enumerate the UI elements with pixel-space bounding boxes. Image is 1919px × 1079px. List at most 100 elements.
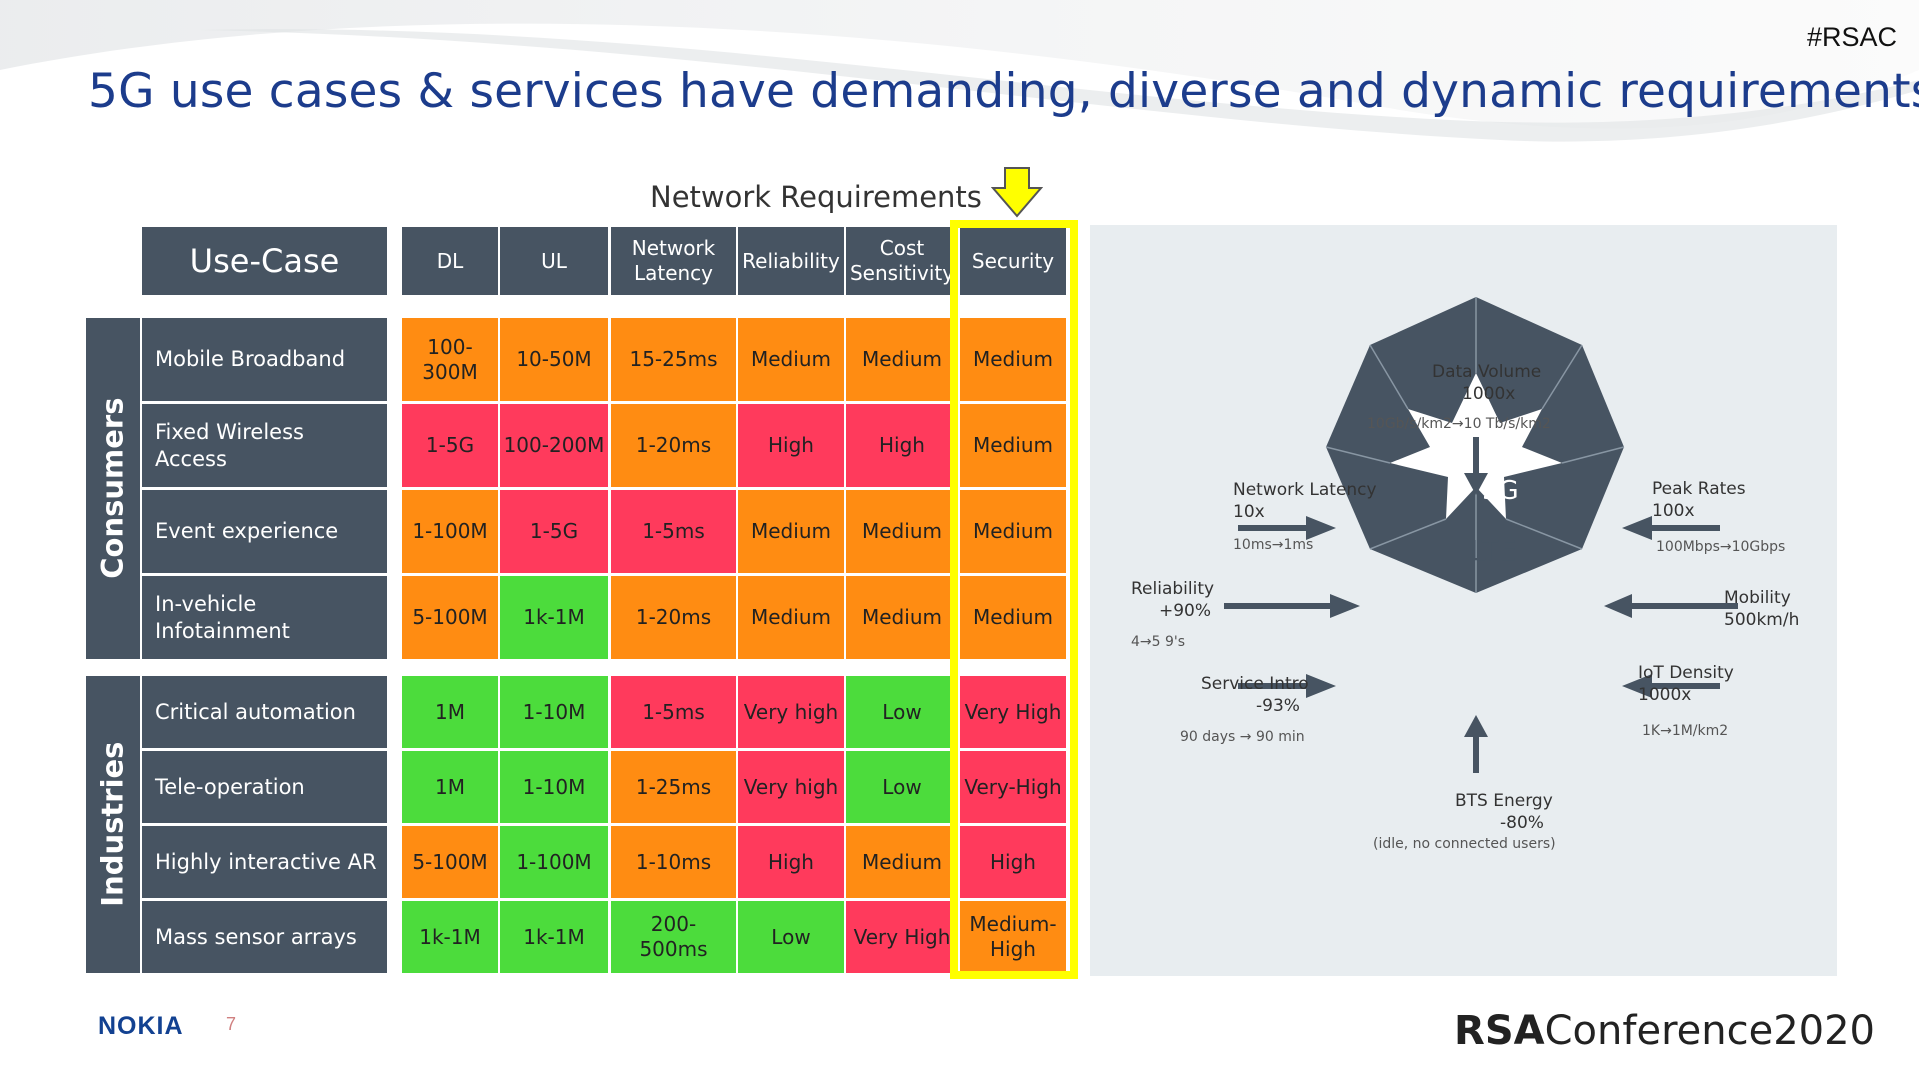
5g-label: 5G bbox=[1482, 476, 1519, 506]
bts-energy-detail: (idle, no connected users) bbox=[1373, 836, 1556, 852]
rsa-conference-logo: RSAConference2020 bbox=[1454, 1008, 1875, 1054]
service-intro-title: Service Intro bbox=[1201, 674, 1309, 694]
group-label-industries: Industries bbox=[86, 676, 140, 973]
table-cell: Medium bbox=[960, 576, 1066, 659]
row-label: Mobile Broadband bbox=[142, 318, 387, 401]
mobility-value: 500km/h bbox=[1724, 610, 1800, 630]
data-volume-title: Data Volume bbox=[1432, 362, 1542, 382]
row-label: Highly interactive AR bbox=[142, 826, 387, 898]
table-cell: Low bbox=[846, 676, 958, 748]
table-cell: Very High bbox=[846, 901, 958, 973]
service-intro-detail: 90 days → 90 min bbox=[1180, 729, 1305, 745]
table-cell: 1-5ms bbox=[611, 490, 736, 573]
table-cell: High bbox=[960, 826, 1066, 898]
table-cell: High bbox=[738, 404, 844, 487]
table-cell: 1-10ms bbox=[611, 826, 736, 898]
table-cell: 5-100M bbox=[402, 826, 498, 898]
data-volume-detail: 10Gb/s/km2→10 Tb/s/km2 bbox=[1367, 416, 1551, 432]
table-cell: 5-100M bbox=[402, 576, 498, 659]
hashtag-label: #RSAC bbox=[1806, 22, 1897, 52]
table-cell: Medium bbox=[960, 404, 1066, 487]
background-swoosh bbox=[0, 0, 1919, 142]
row-label: Mass sensor arrays bbox=[142, 901, 387, 973]
network-latency-title: Network Latency bbox=[1233, 480, 1377, 500]
table-cell: High bbox=[846, 404, 958, 487]
table-cell: 1-10M bbox=[500, 751, 608, 823]
table-cell: Very High bbox=[960, 676, 1066, 748]
group-label-consumers: Consumers bbox=[86, 318, 140, 659]
table-cell: Very high bbox=[738, 676, 844, 748]
table-cell: 1M bbox=[402, 676, 498, 748]
table-cell: Low bbox=[738, 901, 844, 973]
reliability-value: +90% bbox=[1159, 601, 1212, 621]
service-intro-value: -93% bbox=[1256, 696, 1300, 716]
table-cell: High bbox=[738, 826, 844, 898]
group-label-text: Industries bbox=[95, 741, 130, 908]
row-label: Tele-operation bbox=[142, 751, 387, 823]
peak-rates-value: 100x bbox=[1652, 501, 1695, 521]
table-cell: Very high bbox=[738, 751, 844, 823]
lte-label: LTE bbox=[1470, 534, 1517, 567]
data-volume-value: 1000x bbox=[1462, 384, 1516, 404]
column-header: Reliability bbox=[738, 227, 844, 295]
table-cell: 1k-1M bbox=[500, 901, 608, 973]
table-cell: 1-5G bbox=[402, 404, 498, 487]
nokia-logo: NOKIA bbox=[98, 1012, 184, 1040]
reliability-detail: 4→5 9's bbox=[1131, 634, 1186, 650]
column-header: Cost Sensitivity bbox=[846, 227, 958, 295]
table-cell: 1-25ms bbox=[611, 751, 736, 823]
table-cell: 1-20ms bbox=[611, 576, 736, 659]
table-cell: 1-10M bbox=[500, 676, 608, 748]
table-cell: Medium bbox=[960, 318, 1066, 401]
table-cell: 1k-1M bbox=[402, 901, 498, 973]
reliability-title: Reliability bbox=[1131, 579, 1215, 599]
usecase-header: Use-Case bbox=[142, 227, 387, 295]
table-cell: Low bbox=[846, 751, 958, 823]
row-label: Fixed Wireless Access bbox=[142, 404, 387, 487]
network-requirements-heading: Network Requirements bbox=[650, 180, 982, 214]
table-cell: 1-100M bbox=[500, 826, 608, 898]
rsa-logo-bold: RSA bbox=[1454, 1008, 1545, 1054]
table-cell: Very-High bbox=[960, 751, 1066, 823]
table-cell: 200- 500ms bbox=[611, 901, 736, 973]
table-cell: Medium bbox=[738, 490, 844, 573]
table-cell: 1M bbox=[402, 751, 498, 823]
table-cell: 10-50M bbox=[500, 318, 608, 401]
page-number: 7 bbox=[226, 1014, 237, 1034]
rsa-logo-rest: Conference2020 bbox=[1544, 1008, 1875, 1054]
bts-energy-title: BTS Energy bbox=[1455, 791, 1553, 811]
table-cell: 1-5G bbox=[500, 490, 608, 573]
requirements-octagon-diagram bbox=[1224, 297, 1738, 773]
table-cell: 1-5ms bbox=[611, 676, 736, 748]
bts-energy-value: -80% bbox=[1500, 813, 1544, 833]
table-cell: 100- 300M bbox=[402, 318, 498, 401]
table-cell: Medium bbox=[846, 826, 958, 898]
iot-density-value: 1000x bbox=[1638, 685, 1692, 705]
table-cell: Medium bbox=[846, 576, 958, 659]
table-cell: 1-20ms bbox=[611, 404, 736, 487]
iot-density-title: IoT Density bbox=[1638, 663, 1734, 683]
table-cell: 1-100M bbox=[402, 490, 498, 573]
peak-rates-title: Peak Rates bbox=[1652, 479, 1746, 499]
table-cell: Medium bbox=[738, 318, 844, 401]
row-label: Event experience bbox=[142, 490, 387, 573]
table-cell: 1k-1M bbox=[500, 576, 608, 659]
table-cell: 15-25ms bbox=[611, 318, 736, 401]
column-header: DL bbox=[402, 227, 498, 295]
arrow-down-icon bbox=[991, 167, 1043, 218]
column-header: UL bbox=[500, 227, 608, 295]
row-label: Critical automation bbox=[142, 676, 387, 748]
group-label-text: Consumers bbox=[95, 397, 130, 580]
security-column-highlight bbox=[950, 220, 1078, 979]
column-header: Security bbox=[960, 227, 1066, 295]
table-cell: Medium bbox=[846, 490, 958, 573]
table-cell: 100-200M bbox=[500, 404, 608, 487]
slide-title: 5G use cases & services have demanding, … bbox=[88, 64, 1919, 119]
mobility-title: Mobility bbox=[1724, 588, 1791, 608]
network-latency-detail: 10ms→1ms bbox=[1233, 537, 1314, 553]
peak-rates-detail: 100Mbps→10Gbps bbox=[1656, 539, 1786, 555]
table-cell: Medium bbox=[960, 490, 1066, 573]
row-label: In-vehicle Infotainment bbox=[142, 576, 387, 659]
network-latency-value: 10x bbox=[1233, 502, 1265, 522]
